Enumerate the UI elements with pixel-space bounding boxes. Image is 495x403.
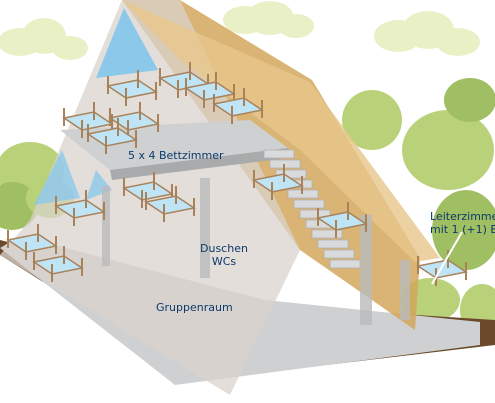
label-ladder-room-line1: Leiterzimmer	[430, 210, 495, 223]
window-top	[96, 8, 158, 78]
wall-far-right	[400, 260, 410, 320]
bunk-bed	[54, 190, 106, 226]
bunk-bed	[416, 250, 468, 286]
bunk-bed	[316, 202, 368, 238]
label-bedrooms: 5 x 4 Bettzimmer	[128, 149, 224, 162]
bunk-bed	[212, 88, 264, 124]
bunk-bed	[86, 118, 138, 154]
label-showers-line1: Duschen	[200, 242, 248, 255]
wall-left	[102, 186, 110, 266]
bunk-bed	[32, 246, 84, 282]
window-left	[34, 150, 80, 205]
cloud-left	[0, 18, 88, 60]
label-ladder-room-line2: mit 1 (+1) B	[430, 223, 495, 236]
label-showers: Duschen WCs	[200, 242, 248, 268]
bunk-bed	[184, 72, 236, 108]
bunk-bed	[122, 172, 174, 208]
label-ladder-room: Leiterzimmer mit 1 (+1) B	[430, 210, 495, 236]
bunk-bed	[6, 224, 58, 260]
bunk-bed	[106, 70, 158, 106]
bunk-bed	[144, 186, 196, 222]
label-group-room: Gruppenraum	[156, 301, 233, 314]
bunk-bed	[62, 102, 114, 138]
roof-front	[122, 0, 440, 262]
label-showers-line2: WCs	[211, 255, 237, 268]
beds	[6, 62, 468, 286]
bunk-bed	[252, 164, 304, 200]
ladder-room-pointer	[431, 231, 463, 285]
bunk-bed	[108, 102, 160, 138]
cloud-top	[223, 1, 314, 38]
wall-right	[360, 215, 372, 325]
wall-mid	[200, 178, 210, 278]
cloud-right	[374, 11, 480, 56]
